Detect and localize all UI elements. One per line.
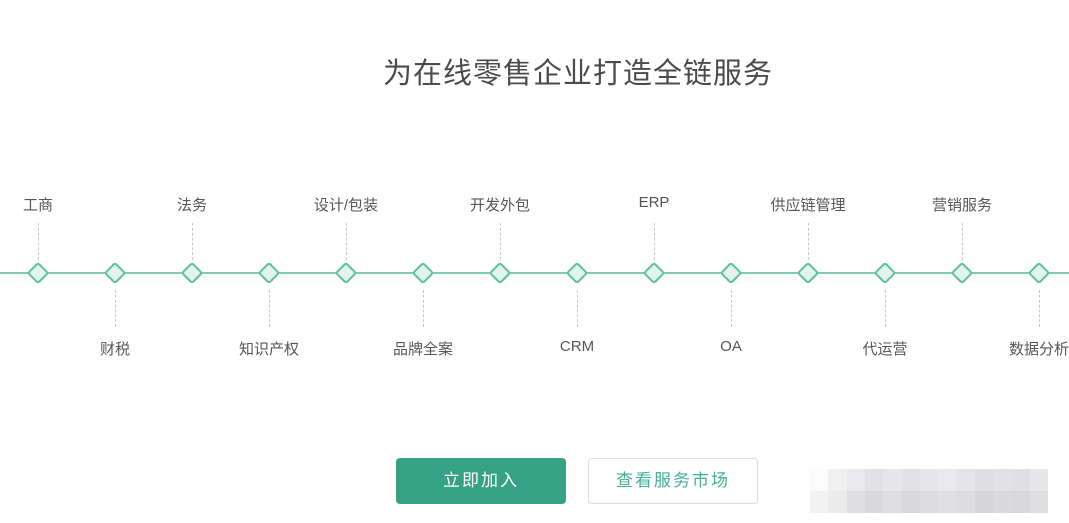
diamond-marker-icon — [257, 261, 281, 285]
mosaic-cell — [919, 469, 939, 491]
mosaic-cell — [864, 469, 884, 491]
view-service-market-button[interactable]: 查看服务市场 — [588, 458, 758, 504]
diamond-marker-icon — [873, 261, 897, 285]
mosaic-cell — [846, 469, 865, 491]
mosaic-cell — [864, 491, 884, 513]
dashed-connector — [269, 290, 270, 327]
diamond-marker-icon — [180, 261, 204, 285]
timeline-axis-line — [0, 272, 1069, 274]
diamond-marker-icon — [488, 261, 512, 285]
timeline-label: 工商 — [22, 197, 54, 214]
mosaic-cell — [810, 469, 829, 491]
timeline-label: 供应链管理 — [770, 197, 846, 214]
diamond-marker-icon — [26, 261, 50, 285]
dashed-connector — [885, 290, 886, 327]
dashed-connector — [1039, 290, 1040, 327]
diamond-marker-icon — [719, 261, 743, 285]
mosaic-cell — [956, 491, 975, 513]
mosaic-cell — [1011, 491, 1030, 513]
timeline-label: 知识产权 — [238, 341, 300, 358]
mosaic-cell — [974, 469, 994, 491]
dashed-connector — [962, 223, 963, 260]
mosaic-cell — [993, 469, 1012, 491]
dashed-connector — [500, 223, 501, 260]
dashed-connector — [346, 223, 347, 260]
mosaic-cell — [828, 491, 847, 513]
diamond-marker-icon — [796, 261, 820, 285]
timeline-label: 设计/包装 — [313, 197, 379, 214]
mosaic-cell — [1011, 469, 1030, 491]
blurred-watermark — [810, 469, 1048, 513]
diamond-marker-icon — [1027, 261, 1051, 285]
join-now-button[interactable]: 立即加入 — [396, 458, 566, 504]
mosaic-cell — [883, 469, 902, 491]
diamond-marker-icon — [642, 261, 666, 285]
timeline-label: ERP — [638, 194, 670, 211]
diamond-marker-icon — [565, 261, 589, 285]
mosaic-cell — [993, 491, 1012, 513]
timeline-label: 营销服务 — [931, 197, 993, 214]
mosaic-cell — [974, 491, 994, 513]
dashed-connector — [577, 290, 578, 327]
dashed-connector — [115, 290, 116, 327]
mosaic-cell — [1029, 491, 1048, 513]
diamond-marker-icon — [103, 261, 127, 285]
mosaic-cell — [1029, 469, 1048, 491]
page-title: 为在线零售企业打造全链服务 — [382, 58, 774, 90]
dashed-connector — [731, 290, 732, 327]
timeline-label: CRM — [559, 338, 595, 355]
dashed-connector — [654, 223, 655, 260]
timeline-label: OA — [720, 338, 742, 355]
timeline-label: 开发外包 — [469, 197, 531, 214]
dashed-connector — [808, 223, 809, 260]
diamond-marker-icon — [950, 261, 974, 285]
mosaic-cell — [956, 469, 975, 491]
timeline-label: 代运营 — [862, 341, 908, 358]
timeline-label: 法务 — [176, 197, 208, 214]
mosaic-cell — [846, 491, 865, 513]
mosaic-cell — [828, 469, 847, 491]
mosaic-cell — [938, 469, 957, 491]
mosaic-cell — [901, 491, 920, 513]
dashed-connector — [38, 223, 39, 260]
mosaic-cell — [810, 491, 829, 513]
mosaic-cell — [883, 491, 902, 513]
timeline-label: 数据分析 — [1008, 341, 1069, 358]
mosaic-cell — [901, 469, 920, 491]
mosaic-cell — [919, 491, 939, 513]
dashed-connector — [423, 290, 424, 327]
mosaic-cell — [938, 491, 957, 513]
diamond-marker-icon — [334, 261, 358, 285]
diamond-marker-icon — [411, 261, 435, 285]
timeline-label: 财税 — [99, 341, 131, 358]
dashed-connector — [192, 223, 193, 260]
timeline-label: 品牌全案 — [392, 341, 454, 358]
